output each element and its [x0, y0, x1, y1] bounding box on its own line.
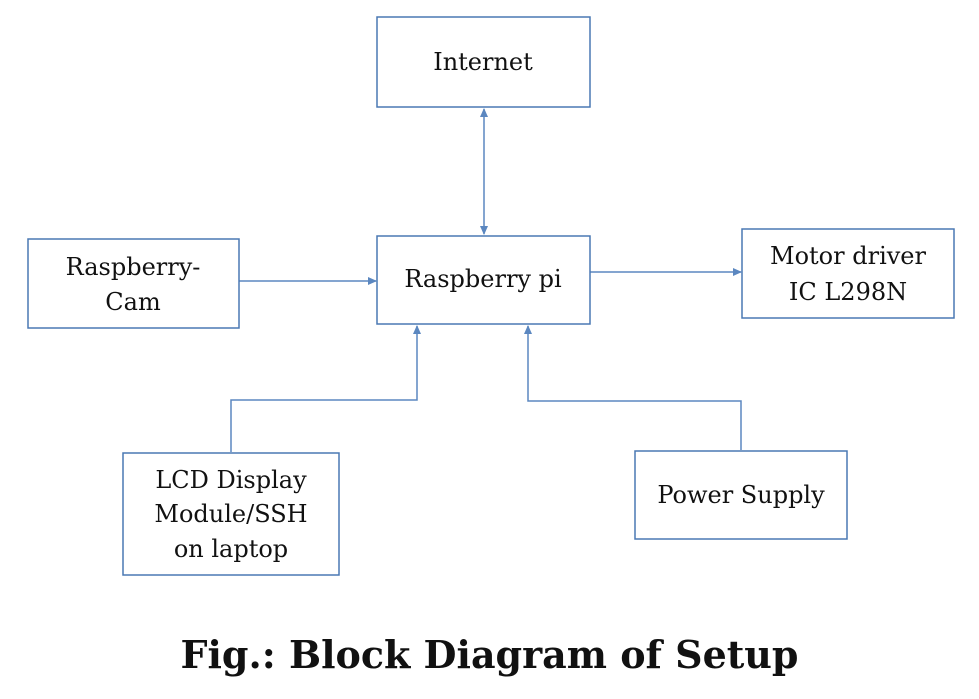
- lcd-display-block: LCD Display Module/SSH on laptop: [122, 452, 340, 576]
- lcd-to-pi-arrow: [230, 325, 421, 452]
- power-supply-block: Power Supply: [634, 450, 848, 540]
- lcd-display-label-line-2: Module/SSH: [154, 500, 307, 528]
- motor-driver-block: Motor driver IC L298N: [741, 228, 955, 319]
- power-to-pi-arrow: [524, 325, 742, 450]
- raspberry-cam-label-line-2: Cam: [105, 288, 161, 316]
- lcd-display-label-line-3: on laptop: [174, 535, 288, 563]
- raspberry-pi-block: Raspberry pi: [376, 235, 591, 325]
- raspberry-cam-block: Raspberry- Cam: [27, 238, 240, 329]
- lcd-display-label-line-1: LCD Display: [155, 466, 307, 494]
- motor-driver-label-line-1: Motor driver: [770, 242, 926, 270]
- motor-driver-label-line-2: IC L298N: [789, 278, 907, 306]
- block-diagram: Internet Raspberry pi Raspberry- Cam Mot…: [27, 16, 955, 576]
- raspberry-cam-label-line-1: Raspberry-: [66, 253, 201, 281]
- power-supply-label: Power Supply: [657, 481, 825, 509]
- internet-label: Internet: [433, 48, 533, 76]
- raspberry-pi-label: Raspberry pi: [404, 265, 562, 293]
- figure-caption: Fig.: Block Diagram of Setup: [180, 632, 799, 677]
- internet-block: Internet: [376, 16, 591, 108]
